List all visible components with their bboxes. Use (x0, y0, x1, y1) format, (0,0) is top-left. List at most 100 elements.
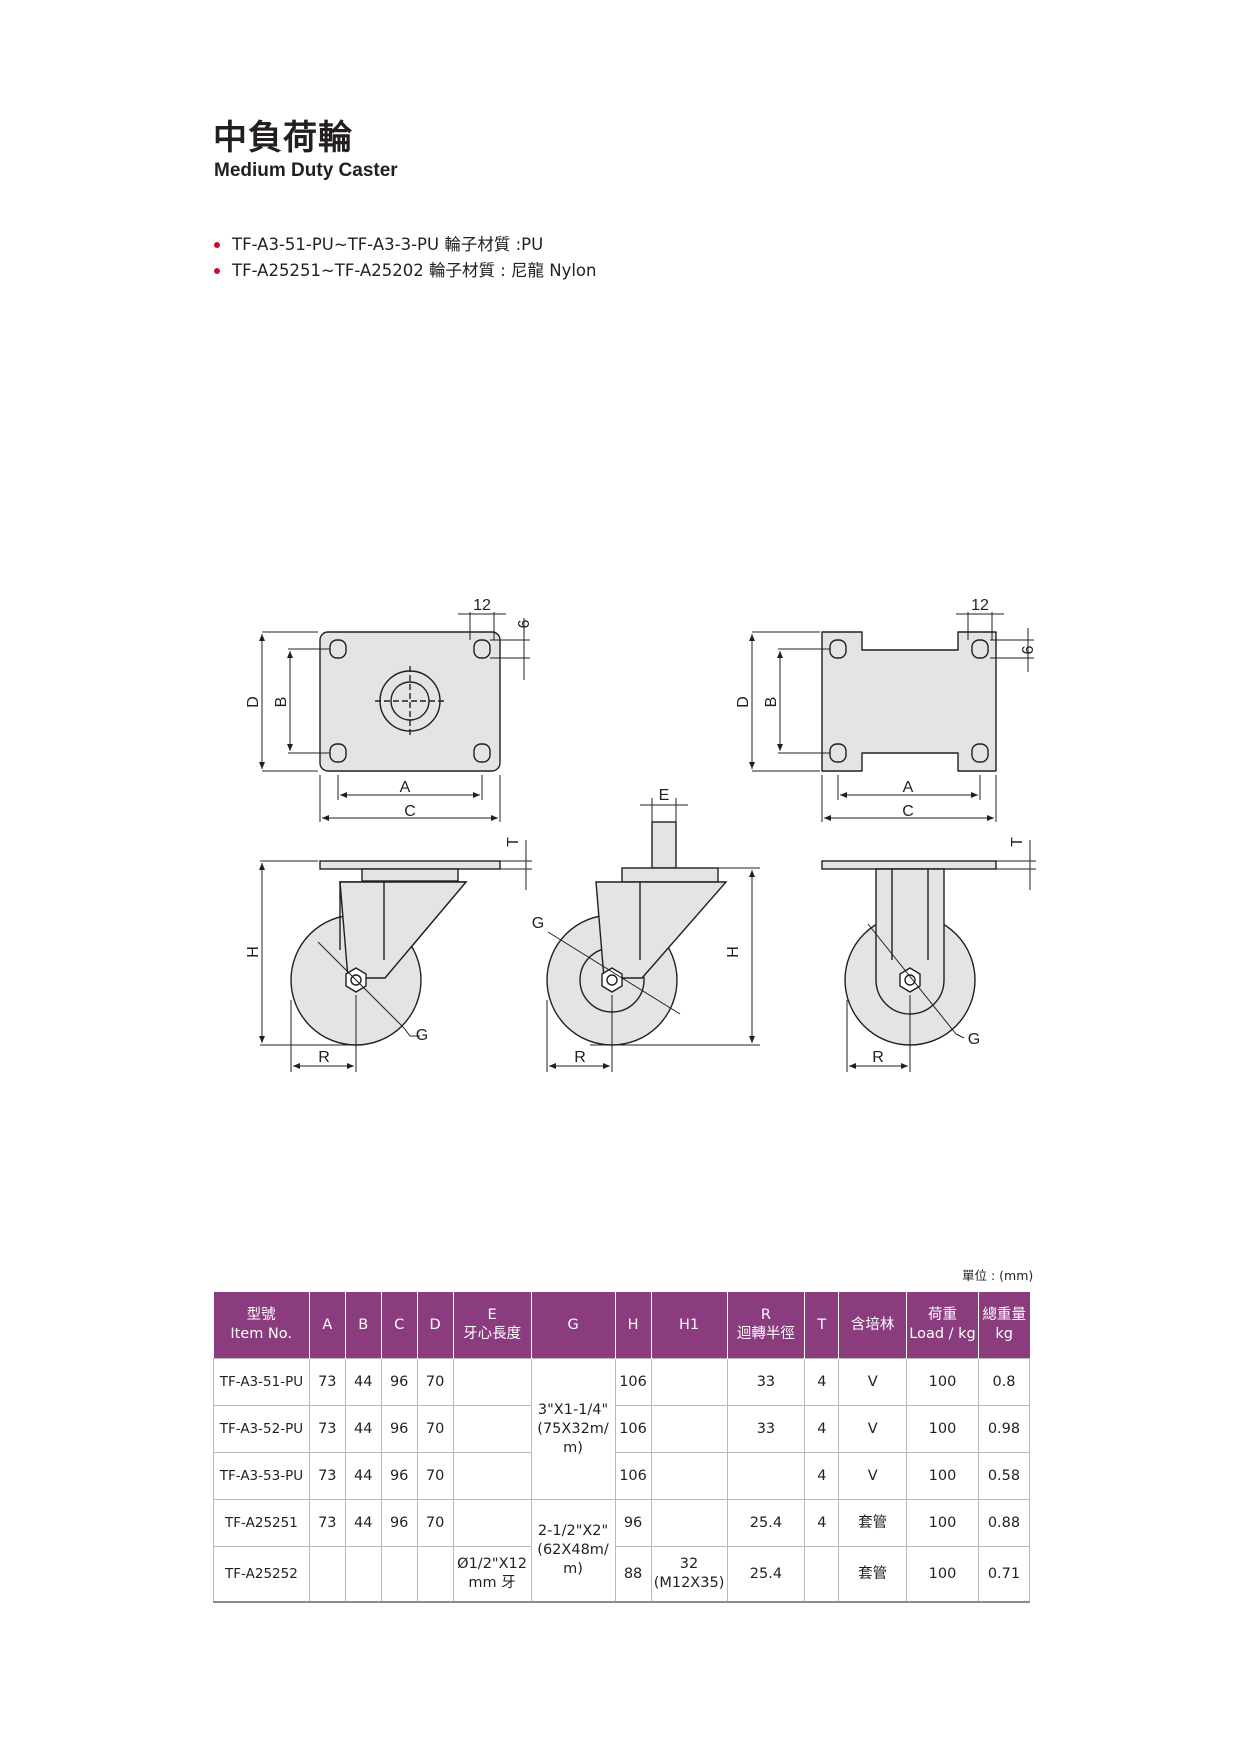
top-view-swivel (259, 612, 530, 822)
cell-weight: 0.8 (977, 1358, 1031, 1406)
cell-t: 4 (804, 1452, 840, 1500)
cell-t: 4 (804, 1499, 840, 1547)
dim-label: E (659, 787, 670, 804)
col-h: H (615, 1292, 652, 1359)
cell-g-group2: 2-1/2"X2"(62X48m/m) (530, 1499, 616, 1603)
cell-h: 106 (614, 1452, 652, 1500)
cell-load: 100 (906, 1358, 979, 1406)
dim-label: H (725, 946, 742, 958)
table-row: TF-A3-52-PU 73 44 96 70 106 33 4 V 100 0… (213, 1405, 1031, 1453)
unit-label: 單位 : (mm) (962, 1268, 1034, 1283)
cell-g-group1: 3"X1-1/4"(75X32m/m) (530, 1358, 616, 1500)
cell-h: 96 (614, 1499, 652, 1547)
cell-t (804, 1546, 840, 1603)
cell-a (308, 1546, 346, 1603)
dim-label: D (245, 696, 262, 708)
cell-b: 44 (344, 1499, 382, 1547)
cell-r: 33 (726, 1358, 806, 1406)
table-row: TF-A3-51-PU 73 44 96 70 3"X1-1/4"(75X32m… (213, 1358, 1031, 1500)
cell-load: 100 (906, 1452, 979, 1500)
cell-weight: 0.98 (977, 1405, 1031, 1453)
cell-h: 106 (614, 1358, 652, 1406)
cell-b (344, 1546, 382, 1603)
cell-weight: 0.58 (977, 1452, 1031, 1500)
cell-c (380, 1546, 418, 1603)
dim-label: 12 (473, 597, 491, 614)
dim-label: D (735, 696, 752, 708)
dim-label: C (902, 803, 914, 820)
dim-label: R (318, 1049, 330, 1066)
cell-t: 4 (804, 1358, 840, 1406)
cell-c: 96 (380, 1405, 418, 1453)
dim-label: A (400, 779, 411, 796)
cell-load: 100 (906, 1546, 979, 1603)
cell-e (452, 1499, 532, 1547)
dim-label: B (273, 697, 290, 708)
cell-r (726, 1452, 806, 1500)
page-title: 中負荷輪 (213, 118, 353, 158)
dim-label: A (903, 779, 914, 796)
cell-a: 73 (308, 1499, 346, 1547)
dim-label: 9 (1018, 646, 1035, 655)
cell-t: 4 (804, 1405, 840, 1453)
cell-h1 (650, 1452, 728, 1500)
side-view-plate-swivel (259, 840, 532, 1072)
col-c: C (381, 1292, 418, 1359)
dim-label: B (763, 697, 780, 708)
dim-label: 12 (971, 597, 989, 614)
cell-r: 33 (726, 1405, 806, 1453)
dim-label: T (1009, 837, 1026, 847)
caster-technical-drawing: A C D B 12 9 T H G R E G H R A C D B 12 … (245, 597, 1036, 1072)
cell-a: 73 (308, 1358, 346, 1406)
cell-b: 44 (344, 1452, 382, 1500)
cell-r: 25.4 (726, 1546, 806, 1603)
dim-label: R (574, 1049, 586, 1066)
cell-h: 106 (614, 1405, 652, 1453)
cell-bearing: 套管 (838, 1546, 908, 1603)
dim-label: R (872, 1049, 884, 1066)
note-pu: TF-A3-51-PU~TF-A3-3-PU 輪子材質 :PU (214, 232, 596, 258)
cell-c: 96 (380, 1358, 418, 1406)
cell-d: 70 (416, 1452, 454, 1500)
cell-c: 96 (380, 1452, 418, 1500)
cell-h1 (650, 1358, 728, 1406)
cell-d (416, 1546, 454, 1603)
col-d: D (417, 1292, 454, 1359)
cell-r: 25.4 (726, 1499, 806, 1547)
cell-h: 88 (614, 1546, 652, 1603)
page-subtitle: Medium Duty Caster (214, 160, 398, 181)
cell-h1 (650, 1405, 728, 1453)
cell-weight: 0.71 (977, 1546, 1031, 1603)
top-view-rigid (749, 612, 1034, 822)
cell-load: 100 (906, 1405, 979, 1453)
col-g: G (531, 1292, 616, 1359)
table-row: TF-A3-53-PU 73 44 96 70 106 4 V 100 0.58 (213, 1452, 1031, 1500)
cell-item: TF-A25251 (213, 1499, 310, 1547)
table-row: TF-A25251 73 44 96 70 2-1/2"X2"(62X48m/m… (213, 1499, 1031, 1603)
dim-label: H (245, 946, 262, 958)
cell-bearing: 套管 (838, 1499, 908, 1547)
cell-item: TF-A3-52-PU (213, 1405, 310, 1453)
cell-d: 70 (416, 1405, 454, 1453)
cell-item: TF-A3-51-PU (213, 1358, 310, 1406)
cell-b: 44 (344, 1405, 382, 1453)
cell-bearing: V (838, 1452, 908, 1500)
cell-e (452, 1405, 532, 1453)
front-view-rigid (821, 840, 1036, 1072)
cell-a: 73 (308, 1452, 346, 1500)
col-bearing: 含培林 (838, 1292, 908, 1359)
material-notes: TF-A3-51-PU~TF-A3-3-PU 輪子材質 :PU TF-A2525… (214, 232, 596, 284)
cell-item: TF-A25252 (213, 1546, 310, 1603)
cell-h1: 32(M12X35) (650, 1546, 728, 1603)
col-h1: H1 (651, 1292, 728, 1359)
col-b: B (345, 1292, 382, 1359)
cell-d: 70 (416, 1499, 454, 1547)
